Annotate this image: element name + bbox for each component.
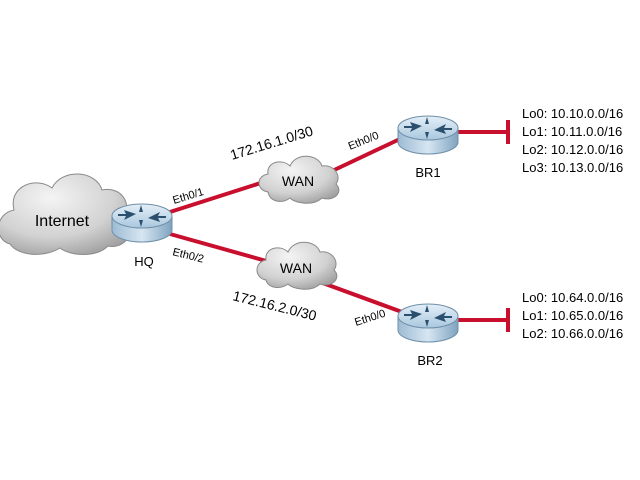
router-br1-label: BR1: [415, 165, 440, 180]
internet-cloud-icon: [0, 173, 131, 255]
link-wan-bottom-to-br2: [319, 280, 403, 314]
router-br2-label: BR2: [417, 353, 442, 368]
br1-loopback-0: Lo0: 10.10.0.0/16: [522, 106, 623, 121]
router-hq-label: HQ: [134, 254, 154, 269]
br1-loopback-2: Lo2: 10.12.0.0/16: [522, 142, 623, 157]
br2-loopback-2: Lo2: 10.66.0.0/16: [522, 326, 623, 341]
wan-bottom-label: WAN: [280, 260, 312, 276]
wan-top-cloud-icon: [258, 155, 340, 204]
wan-top-label: WAN: [282, 173, 314, 189]
br2-loopback-list: Lo0: 10.64.0.0/16 Lo1: 10.65.0.0/16 Lo2:…: [522, 290, 623, 341]
internet-label: Internet: [35, 213, 90, 230]
link-hq-to-wan-bottom: [169, 232, 271, 264]
br1-loopback-1: Lo1: 10.11.0.0/16: [522, 124, 622, 139]
wan-bottom-cloud-icon: [256, 241, 338, 290]
br1-loopback-list: Lo0: 10.10.0.0/16 Lo1: 10.11.0.0/16 Lo2:…: [522, 106, 623, 175]
router-br1-icon[interactable]: [397, 115, 459, 155]
router-hq-icon[interactable]: [111, 203, 173, 243]
hq-eth0-2-label: Eth0/2: [171, 246, 205, 265]
router-br2-icon[interactable]: [397, 303, 459, 343]
br2-loopback-0: Lo0: 10.64.0.0/16: [522, 290, 623, 305]
links: [169, 120, 510, 332]
br2-loopback-1: Lo1: 10.65.0.0/16: [522, 308, 623, 323]
subnet-bottom-label: 172.16.2.0/30: [231, 287, 318, 323]
link-wan-top-to-br1: [329, 136, 403, 174]
br2-eth0-0-label: Eth0/0: [353, 308, 387, 329]
br1-loopback-3: Lo3: 10.13.0.0/16: [522, 160, 623, 175]
link-hq-to-wan-top: [169, 178, 271, 214]
